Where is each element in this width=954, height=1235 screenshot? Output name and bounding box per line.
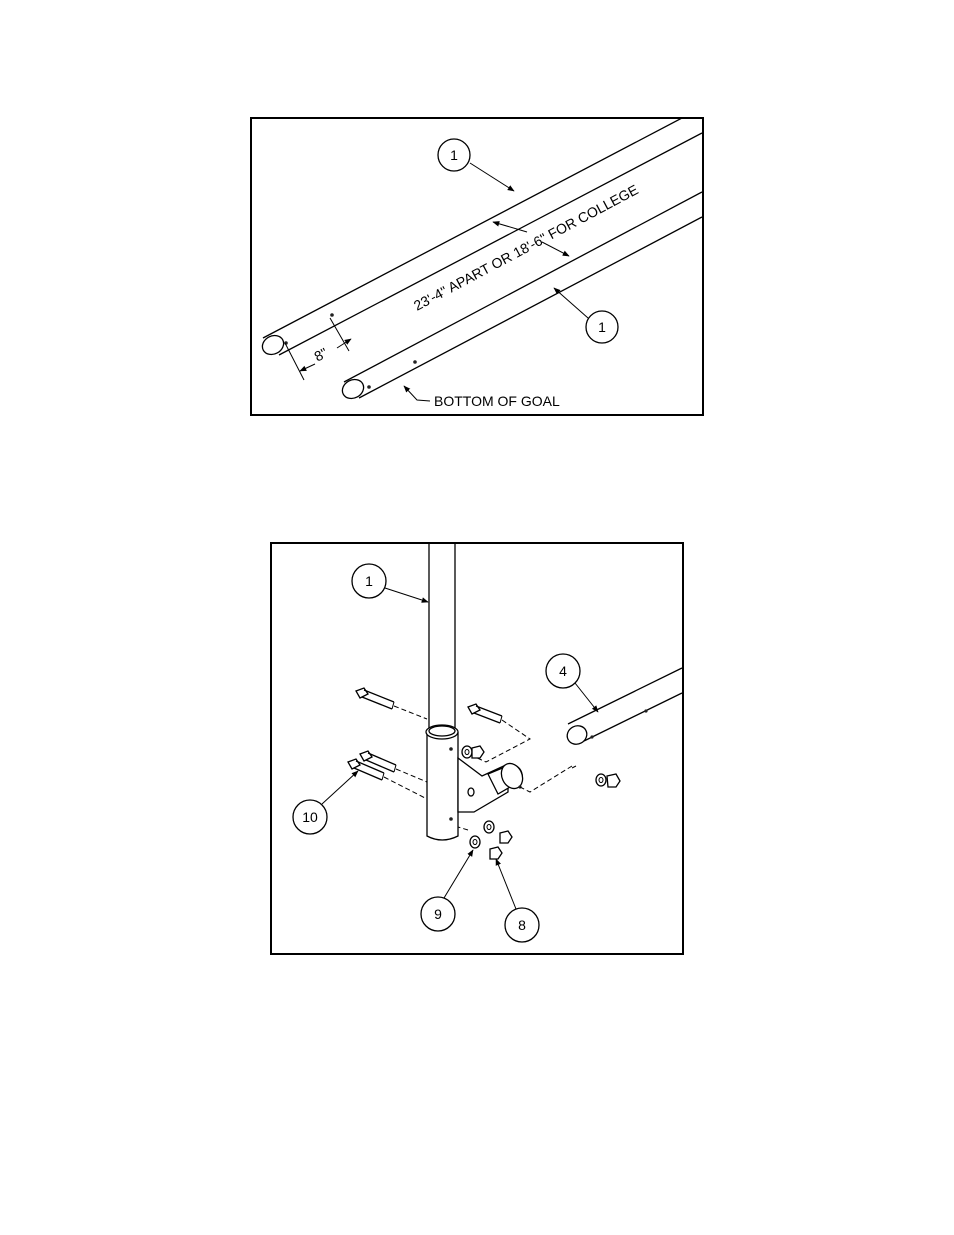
upright-layout-drawing: 8" 23'-4" APART OR 18'-6" FOR COLLEGE 1 …: [252, 119, 702, 414]
washer-nut-upper: [462, 746, 484, 758]
bottom-of-goal-note: BOTTOM OF GOAL: [404, 386, 560, 409]
right-upright-pipe: [339, 192, 702, 402]
dimension-8-label: 8": [311, 344, 330, 364]
svg-text:1: 1: [450, 147, 458, 163]
crossbar-pipe: [564, 668, 682, 748]
assembly-lines: [384, 706, 576, 830]
apart-distance-note: 23'-4" APART OR 18'-6" FOR COLLEGE: [411, 181, 641, 313]
bolt-upper-left: [356, 688, 394, 709]
callout-1-lower: 1: [554, 288, 618, 343]
washer-nut-lower-1: [484, 821, 512, 843]
bolt-lower-left-1: [360, 751, 396, 772]
bolt-lower-left-2: [348, 759, 384, 780]
base-sleeve: [426, 725, 458, 840]
washer-nut-lower-2: [470, 836, 502, 859]
svg-text:1: 1: [365, 573, 373, 589]
bottom-diagram-panel: 1 4 10 9 8: [270, 542, 684, 955]
callout-1: 1: [352, 564, 428, 602]
dimension-8-inch: 8": [285, 318, 351, 380]
callout-9: 9: [421, 850, 473, 931]
svg-text:1: 1: [598, 319, 606, 335]
bolt-upper-right: [468, 704, 502, 723]
callout-10: 10: [293, 771, 358, 834]
svg-text:4: 4: [559, 663, 567, 679]
svg-text:9: 9: [434, 906, 442, 922]
callout-4: 4: [546, 654, 598, 712]
washer-nut-right: [596, 774, 620, 787]
callout-8: 8: [496, 859, 539, 942]
svg-text:8: 8: [518, 917, 526, 933]
top-diagram-panel: 8" 23'-4" APART OR 18'-6" FOR COLLEGE 1 …: [250, 117, 704, 416]
left-upright-pipe: [259, 119, 702, 358]
svg-text:10: 10: [302, 809, 318, 825]
callout-1-top: 1: [438, 139, 514, 191]
upright-pipe: [429, 544, 455, 730]
svg-text:BOTTOM OF GOAL: BOTTOM OF GOAL: [434, 393, 560, 409]
base-assembly-drawing: 1 4 10 9 8: [272, 544, 682, 953]
